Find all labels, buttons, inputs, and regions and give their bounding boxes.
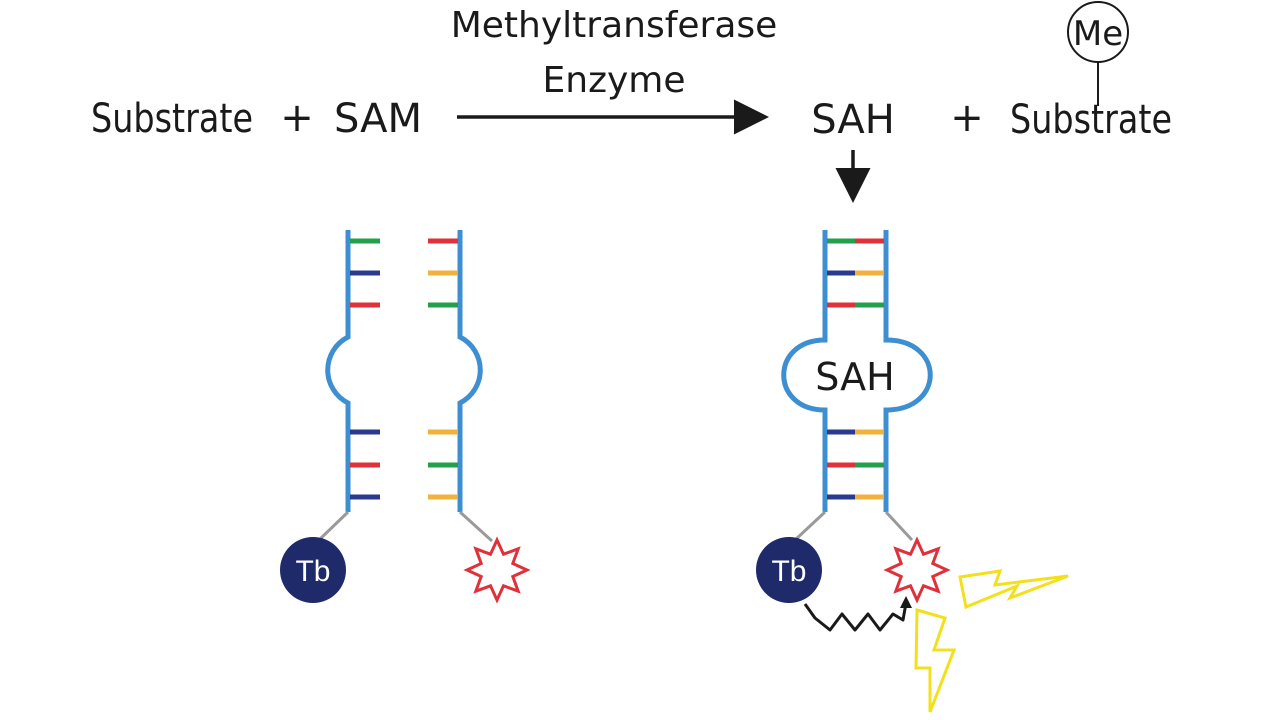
paired-bases [827,238,884,500]
terbium-donor: Tb [280,537,346,603]
terbium-label: Tb [295,555,330,588]
unbound-aptamer: Tb [280,230,531,604]
sah-bound-aptamer: SAH Tb [756,230,1069,713]
sam-reactant-label: SAM [334,96,422,142]
fret-energy-transfer-arrow [803,596,912,632]
methylated-substrate-label: Substrate [1010,97,1172,143]
acceptor-linker [458,510,494,543]
bound-acceptor-star [883,536,951,604]
substrate-reactant-label: Substrate [91,96,253,142]
donor-linker [316,510,350,543]
emission-bolt-down [914,608,957,713]
emission-bolt-right [958,569,1069,610]
aptamer-right-strand [457,230,483,512]
left-strand-bases [350,238,380,500]
enzyme-name-line2: Enzyme [543,60,686,101]
bound-aptamer-outline [781,230,933,512]
acceptor-fluorophore-star [463,536,531,604]
bound-donor-linker [793,510,827,542]
bound-terbium-label: Tb [771,555,806,588]
bound-acceptor-linker [884,510,914,542]
methyl-group-tag: Me [1067,1,1129,106]
reaction-equation: Methyltransferase Enzyme Substrate + SAM… [91,1,1172,203]
right-strand-bases [428,238,458,500]
sah-product-label: SAH [811,97,895,143]
bound-terbium-donor: Tb [756,537,822,603]
plus-sign-1: + [280,95,314,141]
aptamer-left-strand [325,230,351,512]
bound-sah-label: SAH [815,355,894,399]
plus-sign-2: + [950,95,984,141]
methyl-label: Me [1073,14,1123,54]
enzyme-name-line1: Methyltransferase [451,5,778,46]
